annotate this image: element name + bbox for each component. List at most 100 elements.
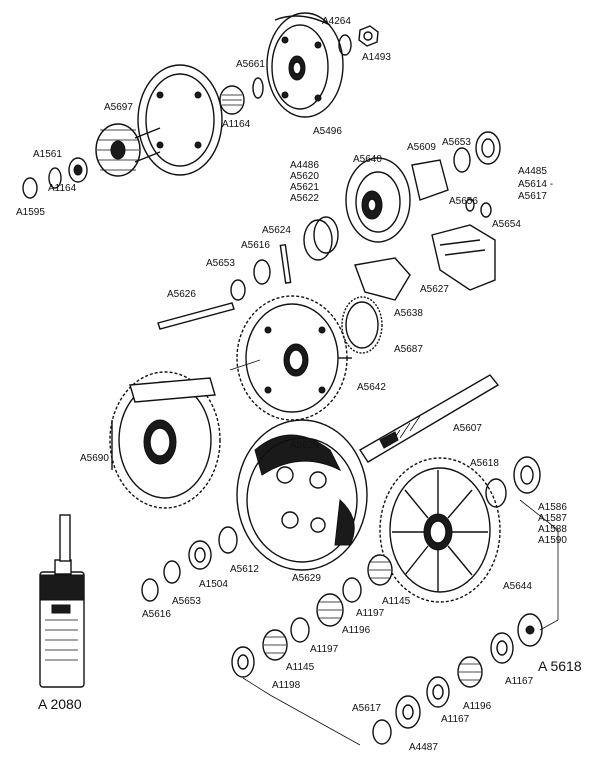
snap-ring-a1595 bbox=[22, 177, 38, 199]
clutch-drum-a5496 bbox=[266, 12, 344, 118]
washer-a5612 bbox=[218, 526, 238, 554]
leader-lines bbox=[229, 359, 559, 746]
label-a5644: A5644 bbox=[503, 581, 532, 592]
label-a5656: A5656 bbox=[449, 196, 478, 207]
ring-a5653-bot bbox=[163, 560, 181, 584]
label-a4264: A4264 bbox=[322, 16, 351, 27]
washer-a5653-top bbox=[453, 131, 501, 173]
label-a5620: A5620 bbox=[290, 171, 319, 182]
label-a1561: A1561 bbox=[33, 149, 62, 160]
label-a1164-left: A1164 bbox=[48, 183, 77, 194]
bracket-a5627 bbox=[354, 224, 496, 301]
shaft-a5607 bbox=[359, 374, 500, 463]
label-a5642: A5642 bbox=[357, 382, 386, 393]
label-a1197-top: A1197 bbox=[356, 608, 385, 619]
label-a1167-right: A1167 bbox=[505, 676, 534, 687]
drum-a5629 bbox=[236, 419, 368, 571]
ring-a5616-mid bbox=[253, 259, 271, 285]
label-a1587: A1587 bbox=[538, 513, 567, 524]
washer-a5617-bot bbox=[372, 719, 392, 745]
washer-a1198 bbox=[231, 646, 255, 678]
plate-a5609 bbox=[411, 159, 449, 201]
label-a5618-big: A 5618 bbox=[538, 658, 582, 674]
label-a5654: A5654 bbox=[492, 219, 521, 230]
label-a2080: A 2080 bbox=[38, 696, 82, 712]
label-a5618-mid: A5618 bbox=[470, 458, 499, 469]
label-a1145-bot: A1145 bbox=[286, 662, 315, 673]
label-a1504: A1504 bbox=[199, 579, 228, 590]
label-a1196-top: A1196 bbox=[342, 625, 371, 636]
bearing-a1145-top bbox=[367, 554, 393, 586]
gear-a5644 bbox=[379, 457, 501, 603]
label-a5614: A5614 - bbox=[518, 179, 553, 190]
bearing-a1164-top bbox=[219, 85, 245, 115]
label-a5617-right: A5617 bbox=[518, 191, 547, 202]
washer-a5661 bbox=[252, 77, 264, 99]
label-a1167-bot: A1167 bbox=[441, 714, 470, 725]
washer-a1197-top bbox=[342, 577, 362, 603]
bearing-a1196-top bbox=[316, 593, 344, 627]
label-a1145-top: A1145 bbox=[382, 596, 411, 607]
washer-a5618-mid bbox=[485, 456, 541, 508]
bearing-a1164-left bbox=[68, 157, 88, 183]
label-a5687: A5687 bbox=[394, 344, 423, 355]
drum-a5697 bbox=[95, 64, 223, 177]
label-a5624: A5624 bbox=[262, 225, 291, 236]
label-a4486: A4486 bbox=[290, 160, 319, 171]
gear-a5690 bbox=[109, 371, 221, 509]
label-a1586: A1586 bbox=[538, 502, 567, 513]
label-a1588: A1588 bbox=[538, 524, 567, 535]
pin-a5624 bbox=[279, 243, 292, 284]
label-a5653-mid: A5653 bbox=[206, 258, 235, 269]
label-a1590: A1590 bbox=[538, 535, 567, 546]
label-a1493: A1493 bbox=[362, 52, 391, 63]
label-a5653-bot: A5653 bbox=[172, 596, 201, 607]
label-a5638: A5638 bbox=[394, 308, 423, 319]
spray-can-a2080 bbox=[39, 514, 85, 688]
label-a4487: A4487 bbox=[409, 742, 438, 753]
label-a5616-mid: A5616 bbox=[241, 240, 270, 251]
label-a5626: A5626 bbox=[167, 289, 196, 300]
label-a5617-bot: A5617 bbox=[352, 703, 381, 714]
nut-a1493 bbox=[358, 25, 379, 47]
label-a5653-top: A5653 bbox=[442, 137, 471, 148]
label-a5661: A5661 bbox=[236, 59, 265, 70]
clutch-hub-a5640 bbox=[345, 157, 411, 243]
nut-a1504 bbox=[188, 540, 212, 570]
label-a5609: A5609 bbox=[407, 142, 436, 153]
washer-a5618-big bbox=[517, 613, 543, 647]
clip-a5654 bbox=[465, 198, 492, 218]
label-a1197-bot: A1197 bbox=[310, 644, 339, 655]
washer-a4487 bbox=[395, 695, 421, 729]
ring-a5616-bot bbox=[141, 578, 159, 602]
rings-a5622 bbox=[303, 216, 339, 261]
rod-a5626 bbox=[157, 302, 235, 330]
label-a5607: A5607 bbox=[453, 423, 482, 434]
label-a1164-top: A1164 bbox=[222, 119, 251, 130]
bearing-a1196-bot bbox=[457, 656, 483, 688]
label-a5629-bot: A5629 bbox=[292, 573, 321, 584]
label-a5640: A5640 bbox=[353, 154, 382, 165]
bearing-a1145-bot bbox=[262, 629, 288, 661]
washer-a1561 bbox=[48, 167, 62, 189]
label-a5690: A5690 bbox=[80, 453, 109, 464]
label-a5622: A5622 bbox=[290, 193, 319, 204]
washer-a1167-bot bbox=[426, 676, 450, 708]
label-a5612: A5612 bbox=[230, 564, 259, 575]
gear-a5642 bbox=[236, 295, 352, 421]
label-a1198: A1198 bbox=[272, 680, 301, 691]
washer-a1167-right bbox=[490, 632, 514, 664]
label-a1595: A1595 bbox=[16, 207, 45, 218]
label-a5616-bot: A5616 bbox=[142, 609, 171, 620]
label-a5627: A5627 bbox=[420, 284, 449, 295]
label-a1196-bot: A1196 bbox=[463, 701, 492, 712]
label-a5621: A5621 bbox=[290, 182, 319, 193]
label-a5496: A5496 bbox=[313, 126, 342, 137]
label-a4485: A4485 bbox=[518, 166, 547, 177]
washer-a1197-bot bbox=[290, 617, 310, 643]
ring-a5638 bbox=[341, 296, 383, 354]
washer-a4264 bbox=[338, 34, 352, 56]
label-a5629-top: A5629 bbox=[290, 440, 319, 451]
label-a5697: A5697 bbox=[104, 102, 133, 113]
